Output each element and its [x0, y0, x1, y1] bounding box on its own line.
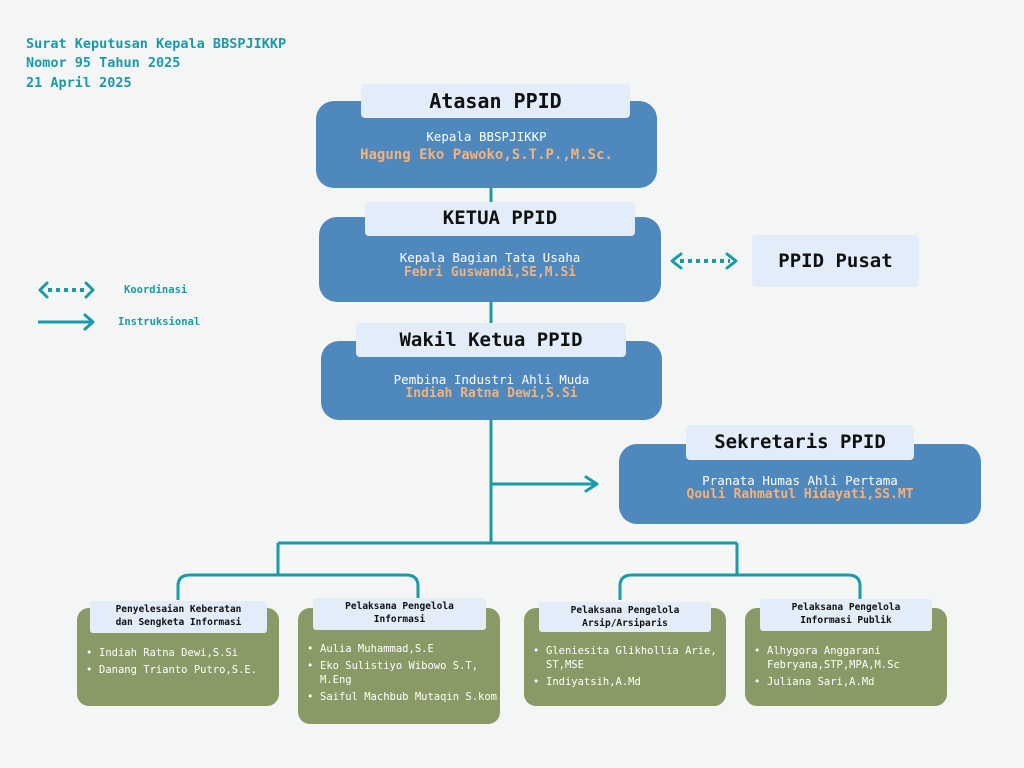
unit-title-informasi-publik: Pelaksana Pengelola Informasi Publik — [760, 599, 932, 631]
ketua-role: Kepala Bagian Tata Usaha — [399, 250, 581, 265]
member-item: Alhygora Anggarani Febryana,STP,MPA,M.Sc — [754, 644, 947, 672]
wakil-name: Indiah Ratna Dewi,S.Si — [405, 386, 578, 401]
arrowhead-koordinasi-left — [670, 252, 683, 270]
sekretaris-name: Qouli Rahmatul Hidayati,SS.MT — [686, 487, 914, 502]
unit-title-pengelola-informasi: Pelaksana Pengelola Informasi — [313, 598, 486, 630]
wakil-role: Pembina Industri Ahli Muda — [393, 372, 590, 387]
atasan-role: Kepala BBSPJIKKP — [426, 129, 547, 144]
decree-number: Nomor 95 Tahun 2025 — [26, 55, 181, 71]
sekretaris-role: Pranata Humas Ahli Pertama — [702, 473, 898, 488]
unit-members-keberatan: Indiah Ratna Dewi,S.Si Danang Trianto Pu… — [77, 646, 279, 677]
ketua-name: Febri Guswandi,SE,M.Si — [403, 265, 577, 280]
member-item: Juliana Sari,A.Md — [754, 675, 947, 689]
atasan-name: Hagung Eko Pawoko,S.T.P.,M.Sc. — [360, 147, 613, 163]
unit-title-line2: Informasi Publik — [800, 615, 892, 626]
unit-title-line2: Arsip/Arsiparis — [582, 618, 668, 629]
member-item: Danang Trianto Putro,S.E. — [86, 663, 279, 677]
legend-instruksional-label: Instruksional — [118, 316, 201, 328]
wakil-ppid-title: Wakil Ketua PPID — [356, 323, 626, 357]
unit-members-arsip: Gleniesita Glikhollia Arie, ST,MSE Indiy… — [524, 644, 726, 689]
connector-right-bracket — [618, 573, 862, 600]
decree-title: Surat Keputusan Kepala BBSPJIKKP — [26, 36, 287, 52]
unit-title-line1: Pelaksana Pengelola — [791, 602, 901, 613]
member-item: Indiyatsih,A.Md — [533, 675, 726, 689]
atasan-ppid-title: Atasan PPID — [361, 84, 630, 118]
unit-members-informasi-publik: Alhygora Anggarani Febryana,STP,MPA,M.Sc… — [745, 644, 947, 689]
ketua-ppid-title: KETUA PPID — [365, 202, 635, 236]
unit-title-line1: Pelaksana Pengelola — [345, 601, 454, 612]
member-item: Eko Sulistiyo Wibowo S.T, M.Eng — [307, 659, 500, 687]
arrowhead-koordinasi-right — [725, 252, 738, 270]
member-item: Saiful Machbub Mutaqin S.kom — [307, 690, 500, 704]
ppid-pusat-box: PPID Pusat — [752, 235, 919, 287]
unit-title-line1: Pelaksana Pengelola — [570, 605, 680, 616]
legend-koordinasi-arrow-right — [84, 281, 95, 299]
legend-instruksional-arrow — [83, 313, 95, 331]
sekretaris-ppid-title: Sekretaris PPID — [686, 425, 914, 460]
unit-title-keberatan: Penyelesaian Keberatan dan Sengketa Info… — [90, 601, 267, 633]
member-item: Indiah Ratna Dewi,S.Si — [86, 646, 279, 660]
legend-koordinasi-label: Koordinasi — [124, 284, 188, 296]
member-item: Gleniesita Glikhollia Arie, ST,MSE — [533, 644, 726, 672]
member-item: Aulia Muhammad,S.E — [307, 642, 500, 656]
decree-date: 21 April 2025 — [26, 75, 132, 91]
arrowhead-sekretaris — [584, 475, 599, 493]
unit-title-line1: Penyelesaian Keberatan — [115, 604, 242, 615]
unit-title-arsip: Pelaksana Pengelola Arsip/Arsiparis — [539, 602, 711, 632]
unit-title-line2: Informasi — [373, 614, 426, 625]
unit-title-line2: dan Sengketa Informasi — [115, 617, 242, 628]
legend-koordinasi-arrow-left — [38, 281, 49, 299]
connector-left-bracket — [176, 573, 420, 600]
unit-members-pengelola-informasi: Aulia Muhammad,S.E Eko Sulistiyo Wibowo … — [298, 642, 500, 704]
